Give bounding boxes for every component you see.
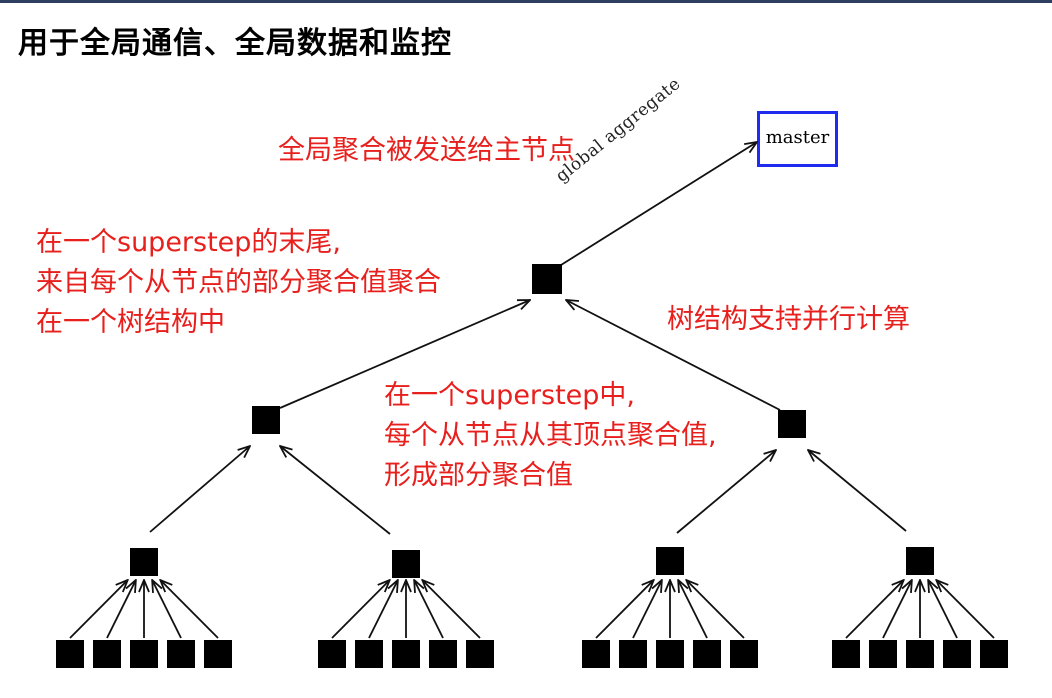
worker-node bbox=[466, 640, 494, 668]
worker-node bbox=[130, 640, 158, 668]
aggregation-arrow bbox=[808, 450, 907, 532]
aggregation-arrow bbox=[845, 580, 904, 639]
worker-node bbox=[656, 640, 684, 668]
aggregation-arrow bbox=[149, 446, 250, 533]
worker-node bbox=[869, 640, 897, 668]
intermediate-node bbox=[252, 406, 280, 434]
master-label: master bbox=[765, 127, 830, 148]
partial-aggregate-node bbox=[656, 547, 684, 575]
worker-node bbox=[582, 640, 610, 668]
note-line: 在一个superstep的末尾, bbox=[36, 227, 342, 258]
aggregation-arrow bbox=[368, 580, 398, 639]
worker-node bbox=[204, 640, 232, 668]
worker-node bbox=[392, 640, 420, 668]
note-line: 每个从节点从其顶点聚合值, bbox=[384, 420, 717, 451]
aggregation-arrow bbox=[280, 446, 391, 535]
worker-node bbox=[56, 640, 84, 668]
note-line: 在一个superstep中, bbox=[384, 380, 636, 411]
aggregation-arrow bbox=[331, 580, 390, 639]
worker-node bbox=[429, 640, 457, 668]
top-accent-bar bbox=[0, 0, 1052, 3]
aggregation-arrow bbox=[686, 580, 745, 639]
note-parallel: 树结构支持并行计算 bbox=[667, 304, 910, 335]
partial-aggregate-node bbox=[906, 547, 934, 575]
aggregation-arrow bbox=[152, 580, 182, 639]
worker-node bbox=[730, 640, 758, 668]
root-node bbox=[532, 264, 562, 294]
master-node: master bbox=[757, 111, 838, 167]
aggregation-arrow bbox=[595, 580, 654, 639]
aggregation-arrow bbox=[69, 580, 128, 639]
worker-node bbox=[980, 640, 1008, 668]
worker-node bbox=[93, 640, 121, 668]
aggregation-arrow bbox=[678, 580, 708, 639]
aggregation-arrow bbox=[560, 142, 757, 266]
partial-aggregate-node bbox=[392, 550, 420, 578]
aggregation-arrow bbox=[160, 580, 219, 639]
aggregation-arrow bbox=[422, 580, 481, 639]
aggregation-arrow bbox=[882, 580, 912, 639]
aggregation-arrow bbox=[928, 580, 958, 639]
page-title: 用于全局通信、全局数据和监控 bbox=[18, 26, 452, 61]
aggregation-arrow bbox=[936, 580, 995, 639]
aggregation-arrow bbox=[566, 300, 781, 411]
aggregation-arrow bbox=[676, 450, 776, 534]
aggregation-arrow bbox=[279, 300, 530, 409]
note-line: 来自每个从节点的部分聚合值聚合 bbox=[36, 267, 441, 298]
worker-node bbox=[943, 640, 971, 668]
partial-aggregate-node bbox=[130, 548, 158, 576]
worker-node bbox=[355, 640, 383, 668]
aggregation-arrow bbox=[414, 580, 444, 639]
note-line: 在一个树结构中 bbox=[36, 307, 225, 338]
note-in-superstep: 在一个superstep中, 每个从节点从其顶点聚合值, 形成部分聚合值 bbox=[384, 376, 717, 496]
worker-node bbox=[693, 640, 721, 668]
intermediate-node bbox=[778, 410, 806, 438]
worker-node bbox=[318, 640, 346, 668]
worker-node bbox=[167, 640, 195, 668]
worker-node bbox=[619, 640, 647, 668]
worker-node bbox=[906, 640, 934, 668]
note-superstep-end: 在一个superstep的末尾, 来自每个从节点的部分聚合值聚合 在一个树结构中 bbox=[36, 223, 441, 343]
note-line: 形成部分聚合值 bbox=[384, 460, 573, 491]
worker-node bbox=[832, 640, 860, 668]
note-global-sent: 全局聚合被发送给主节点 bbox=[278, 135, 575, 166]
aggregation-arrow bbox=[106, 580, 136, 639]
aggregation-arrow bbox=[632, 580, 662, 639]
